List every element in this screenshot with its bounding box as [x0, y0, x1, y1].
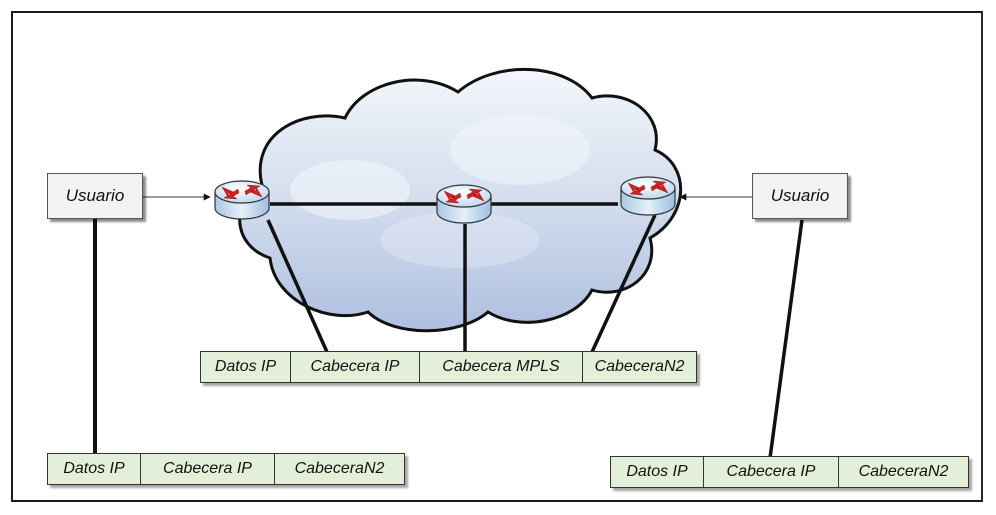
user-label-right: Usuario	[770, 186, 830, 205]
packet-right-field-l2-header: CabeceraN2	[838, 456, 969, 488]
packet-left-field-ip-data: Datos IP	[47, 453, 141, 485]
packet-core-field-ip-data: Datos IP	[200, 351, 291, 383]
packet-core-field-ip-header: Cabecera IP	[290, 351, 420, 383]
diagram-frame	[11, 11, 983, 502]
user-box-right: Usuario	[752, 173, 848, 219]
router-left	[214, 180, 270, 220]
user-label-left: Usuario	[65, 186, 125, 205]
packet-core-field-l2-header: CabeceraN2	[582, 351, 697, 383]
packet-left-field-ip-header: Cabecera IP	[140, 453, 275, 485]
router-right	[620, 176, 676, 216]
router-middle	[436, 184, 492, 224]
packet-core: Datos IP Cabecera IP Cabecera MPLS Cabec…	[200, 351, 697, 383]
packet-right-field-ip-data: Datos IP	[610, 456, 704, 488]
packet-right-field-ip-header: Cabecera IP	[703, 456, 839, 488]
packet-core-field-mpls-header: Cabecera MPLS	[419, 351, 583, 383]
packet-left-field-l2-header: CabeceraN2	[274, 453, 405, 485]
packet-left: Datos IP Cabecera IP CabeceraN2	[47, 453, 405, 485]
packet-right: Datos IP Cabecera IP CabeceraN2	[610, 456, 969, 488]
user-box-left: Usuario	[47, 173, 143, 219]
